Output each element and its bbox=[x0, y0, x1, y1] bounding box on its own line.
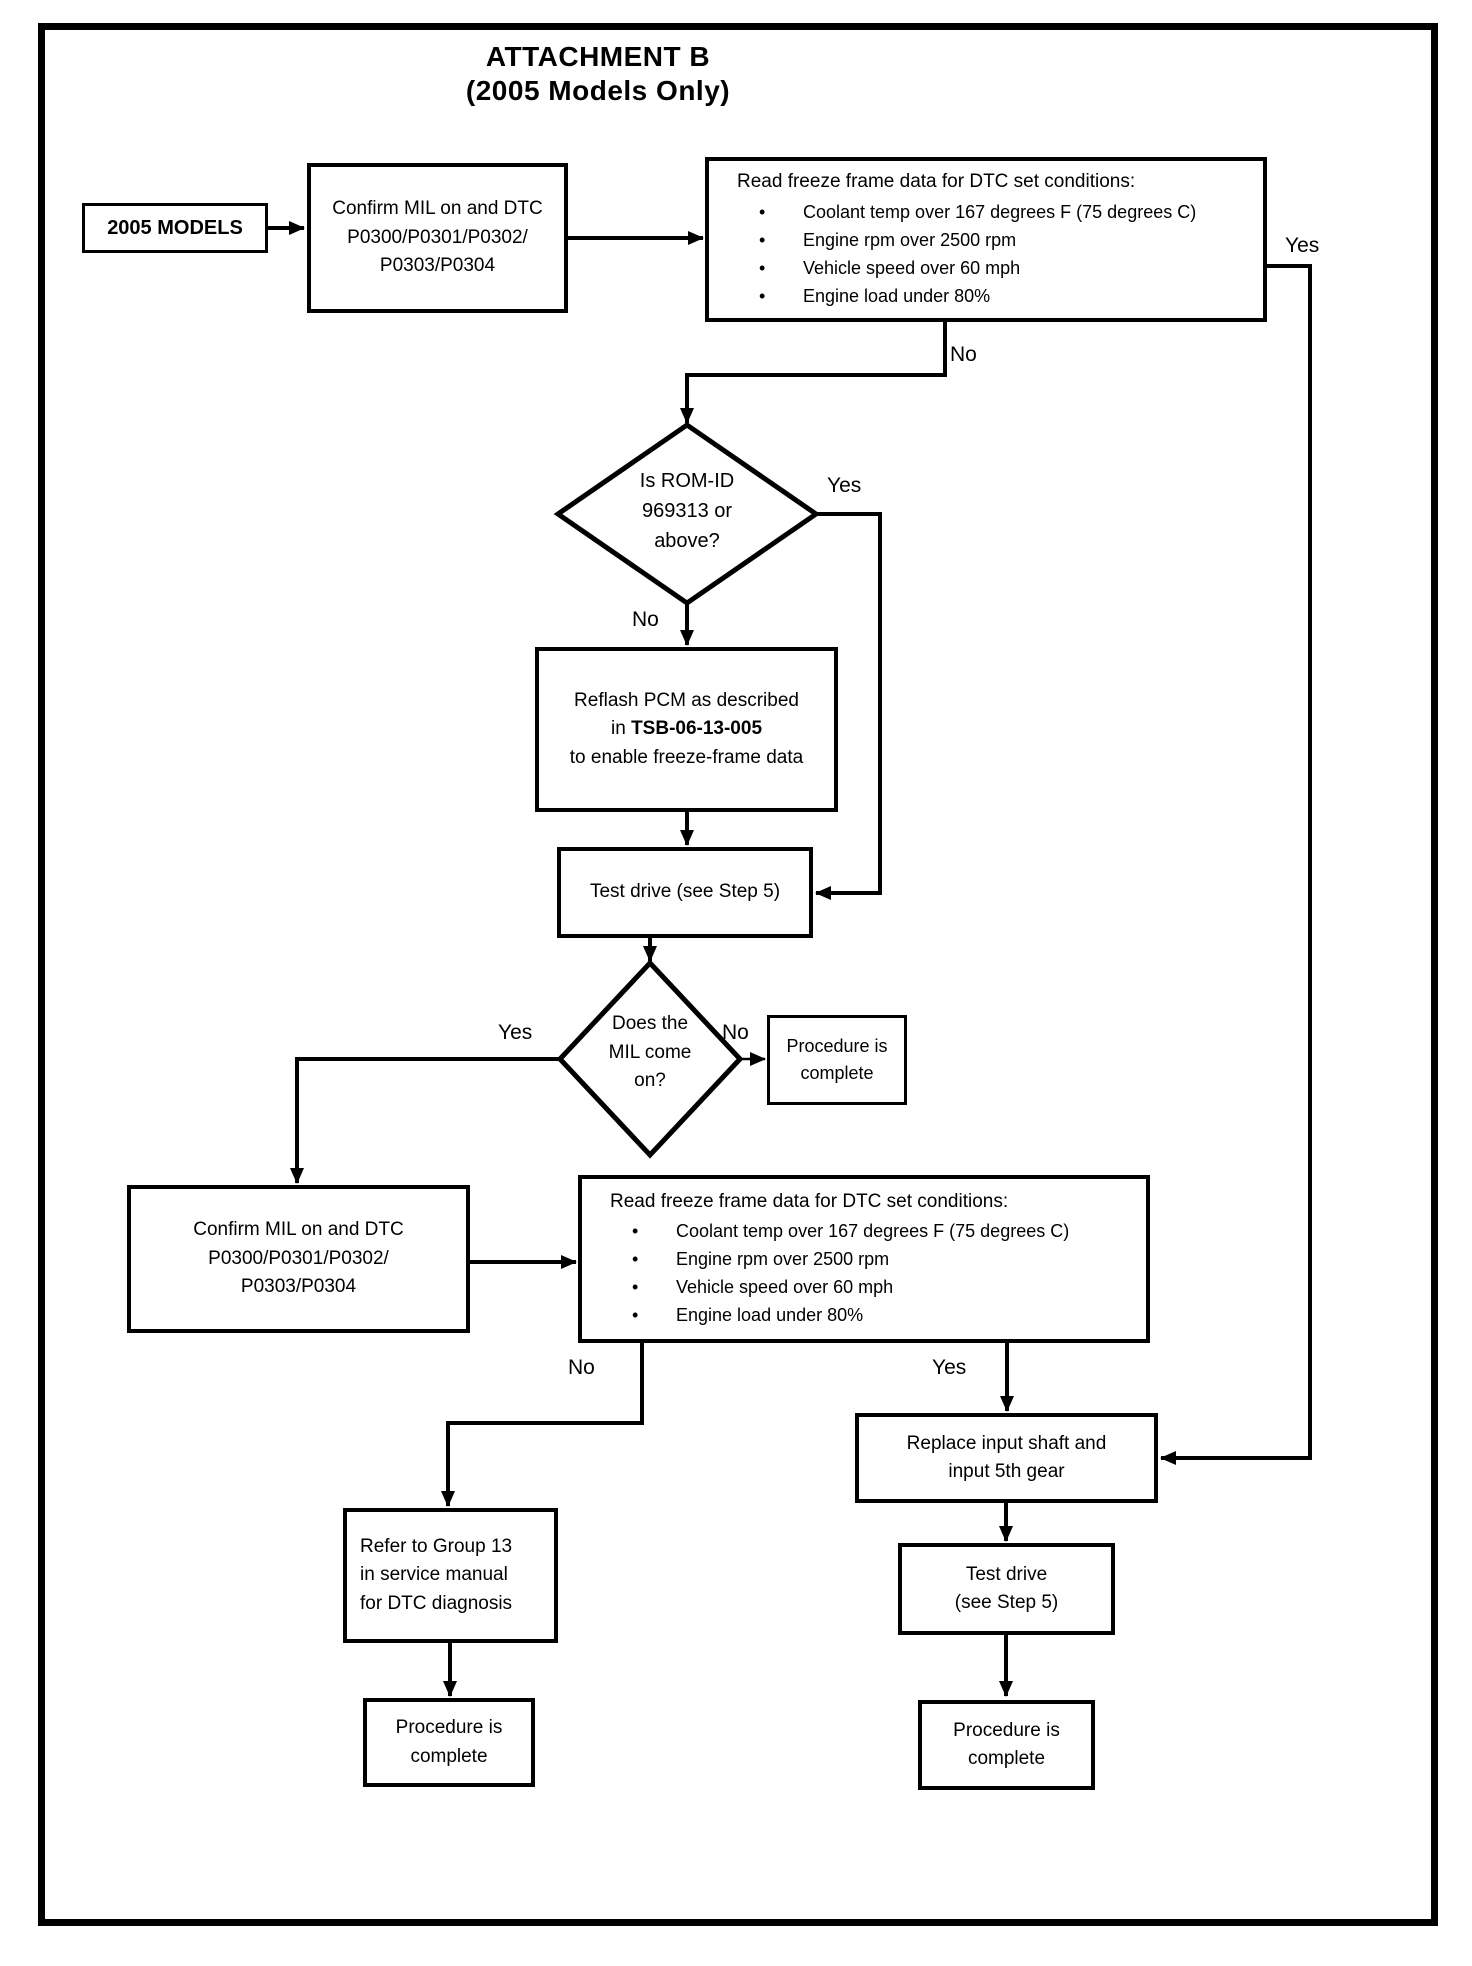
test-drive1-label: Test drive (see Step 5) bbox=[589, 881, 781, 903]
reflash-line2: in TSB-06-13-005 bbox=[611, 715, 762, 744]
procedure-complete-box-right: Procedure is complete bbox=[918, 1700, 1095, 1790]
freeze2-header: Read freeze frame data for DTC set condi… bbox=[610, 1190, 1009, 1212]
replace-input-shaft-box: Replace input shaft and input 5th gear bbox=[855, 1413, 1158, 1503]
refer-line3: for DTC diagnosis bbox=[360, 1592, 513, 1614]
branch-label-freeze2-no: No bbox=[568, 1356, 595, 1379]
confirm1-line1: Confirm MIL on and DTC bbox=[332, 198, 543, 220]
test-drive2-line1: Test drive bbox=[965, 1563, 1048, 1585]
freeze1-bullet-rpm: Engine rpm over 2500 rpm bbox=[717, 227, 1255, 255]
branch-label-mil-yes: Yes bbox=[498, 1021, 533, 1044]
procedure-complete-box-left: Procedure is complete bbox=[363, 1698, 535, 1787]
reflash-line1: Reflash PCM as described bbox=[574, 689, 799, 711]
reflash-line2-prefix: in bbox=[610, 718, 632, 740]
freeze2-bullet-rpm: Engine rpm over 2500 rpm bbox=[590, 1246, 1138, 1274]
reflash-tsb-number: TSB-06-13-005 bbox=[631, 718, 763, 740]
reflash-pcm-box: Reflash PCM as described in TSB-06-13-00… bbox=[535, 647, 838, 812]
branch-label-freeze2-yes: Yes bbox=[932, 1356, 967, 1379]
reflash-line3: to enable freeze-frame data bbox=[569, 746, 804, 768]
freeze2-bullet-speed: Vehicle speed over 60 mph bbox=[590, 1274, 1138, 1302]
branch-label-rom-no: No bbox=[632, 608, 659, 631]
branch-label-mil-no: No bbox=[722, 1021, 749, 1044]
confirm-mil-box-2: Confirm MIL on and DTC P0300/P0301/P0302… bbox=[127, 1185, 470, 1333]
page-title: ATTACHMENT B (2005 Models Only) bbox=[298, 40, 898, 108]
freeze2-bullet-coolant: Coolant temp over 167 degrees F (75 degr… bbox=[590, 1218, 1138, 1246]
start-node-label: 2005 MODELS bbox=[107, 217, 243, 239]
freeze2-bullet-load: Engine load under 80% bbox=[590, 1302, 1138, 1330]
procedure-complete-box-top: Procedure is complete bbox=[767, 1015, 907, 1105]
replace-line1: Replace input shaft and bbox=[906, 1432, 1107, 1454]
rom-id-decision-label: Is ROM-ID 969313 or above? bbox=[587, 466, 787, 556]
confirm-mil-box-1: Confirm MIL on and DTC P0300/P0301/P0302… bbox=[307, 163, 568, 313]
test-drive-box-1: Test drive (see Step 5) bbox=[557, 847, 813, 938]
confirm2-line2: P0300/P0301/P0302/ bbox=[208, 1247, 389, 1269]
freeze1-bullet-coolant: Coolant temp over 167 degrees F (75 degr… bbox=[717, 199, 1255, 227]
branch-label-rom-yes: Yes bbox=[827, 474, 862, 497]
branch-label-freeze1-yes: Yes bbox=[1285, 234, 1320, 257]
branch-label-freeze1-no: No bbox=[950, 343, 977, 366]
rom-label-line2: 969313 or bbox=[641, 500, 733, 522]
confirm1-line3: P0303/P0304 bbox=[379, 255, 496, 277]
freeze1-header: Read freeze frame data for DTC set condi… bbox=[737, 171, 1136, 193]
mil-label-line3: on? bbox=[634, 1070, 666, 1091]
refer-line2: in service manual bbox=[360, 1564, 508, 1586]
rom-label-line3: above? bbox=[654, 530, 720, 552]
start-node-2005-models: 2005 MODELS bbox=[82, 203, 268, 253]
freeze-frame-box-2: Read freeze frame data for DTC set condi… bbox=[578, 1175, 1150, 1343]
replace-line2: input 5th gear bbox=[948, 1461, 1065, 1482]
page-title-line2: (2005 Models Only) bbox=[465, 75, 731, 107]
procedure-right-line2: complete bbox=[967, 1748, 1046, 1769]
confirm1-line2: P0300/P0301/P0302/ bbox=[347, 226, 528, 248]
freeze1-bullet-load: Engine load under 80% bbox=[717, 283, 1255, 311]
mil-decision-label: Does the MIL come on? bbox=[570, 1010, 730, 1096]
procedure-right-line1: Procedure is bbox=[953, 1719, 1060, 1741]
test-drive-box-2: Test drive (see Step 5) bbox=[898, 1543, 1115, 1635]
confirm2-line1: Confirm MIL on and DTC bbox=[193, 1219, 404, 1241]
procedure-top-line1: Procedure is bbox=[786, 1036, 888, 1056]
mil-label-line2: MIL come bbox=[608, 1041, 692, 1063]
confirm2-line3: P0303/P0304 bbox=[240, 1276, 357, 1298]
refer-group13-box: Refer to Group 13 in service manual for … bbox=[343, 1508, 558, 1643]
freeze1-bullet-speed: Vehicle speed over 60 mph bbox=[717, 255, 1255, 283]
test-drive2-line2: (see Step 5) bbox=[954, 1592, 1059, 1613]
freeze-frame-box-1: Read freeze frame data for DTC set condi… bbox=[705, 157, 1267, 322]
procedure-left-line1: Procedure is bbox=[395, 1717, 503, 1738]
procedure-left-line2: complete bbox=[410, 1745, 488, 1767]
rom-label-line1: Is ROM-ID bbox=[639, 470, 735, 492]
refer-line1: Refer to Group 13 bbox=[360, 1535, 513, 1557]
mil-label-line1: Does the bbox=[611, 1013, 689, 1034]
page-title-line1: ATTACHMENT B bbox=[485, 41, 711, 72]
procedure-top-line2: complete bbox=[800, 1063, 874, 1083]
